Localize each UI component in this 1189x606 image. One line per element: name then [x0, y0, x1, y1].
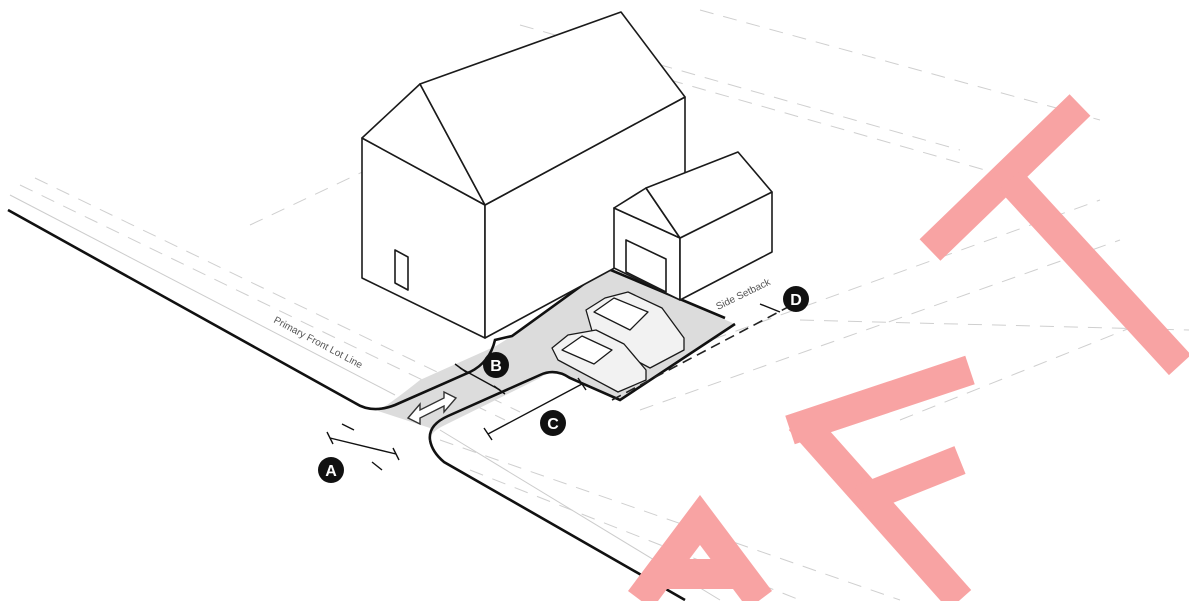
draft-watermark — [628, 94, 1189, 606]
side-setback-line — [611, 305, 791, 401]
svg-text:C: C — [547, 416, 559, 433]
marker-b: B — [483, 352, 509, 378]
side-setback-label: Side Setback — [714, 277, 773, 313]
primary-front-lot-line-label: Primary Front Lot Line — [272, 315, 365, 371]
dimension-b — [454, 363, 506, 395]
cars — [551, 291, 685, 393]
dimension-c — [483, 377, 587, 441]
dimension-d — [759, 303, 781, 313]
driveway-lower-edge — [428, 322, 736, 441]
garage — [613, 151, 773, 301]
marker-a: A — [318, 457, 344, 483]
svg-text:D: D — [790, 292, 802, 309]
svg-text:A: A — [325, 463, 337, 480]
main-house — [361, 11, 686, 339]
road-lower-edge — [428, 439, 686, 602]
garage-door — [625, 239, 667, 293]
primary-front-lot-line — [7, 208, 726, 411]
marker-d: D — [783, 286, 809, 312]
door — [394, 249, 409, 291]
driveway-arrow-icon — [406, 390, 458, 426]
dimension-a — [326, 423, 400, 471]
svg-text:B: B — [490, 358, 502, 375]
marker-c: C — [540, 410, 566, 436]
